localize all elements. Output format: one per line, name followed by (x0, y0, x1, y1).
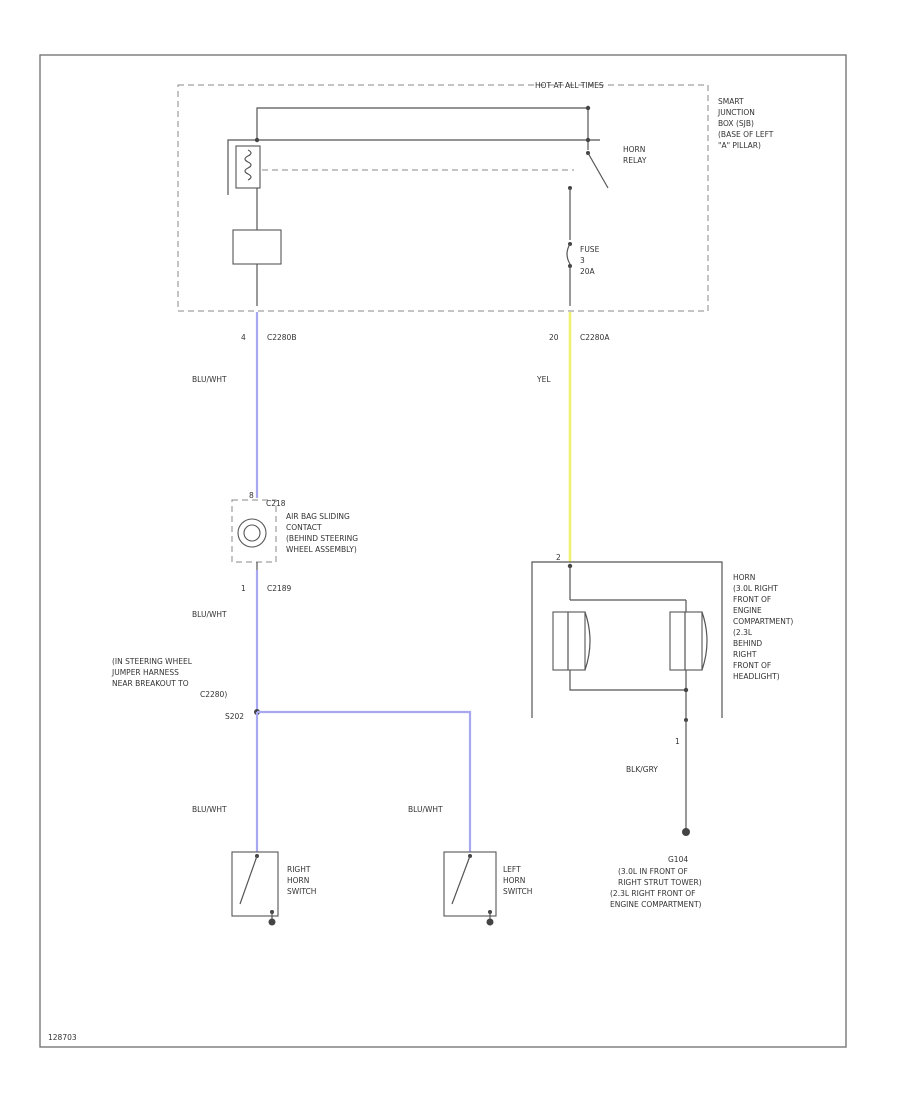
wire-blu-wht-branch (257, 710, 472, 852)
wire-label-yel: YEL (536, 375, 551, 384)
splice-id: S202 (225, 712, 244, 721)
splice-label: (IN STEERING WHEEL JUMPER HARNESS NEAR B… (111, 657, 227, 699)
jbox-label: SMART JUNCTION BOX (SJB) (BASE OF LEFT "… (717, 97, 776, 150)
clockspring (231, 499, 277, 712)
wire-label-blu-wht-1: BLU/WHT (192, 375, 227, 384)
wire-label-blu-wht-3: BLU/WHT (192, 805, 227, 814)
clockspring-label: AIR BAG SLIDING CONTACT (BEHIND STEERING… (286, 512, 361, 554)
relay-label: HORN RELAY (623, 145, 648, 165)
ground-label: (3.0L IN FRONT OF RIGHT STRUT TOWER) (2.… (610, 867, 704, 909)
diagram-frame (39, 54, 847, 1048)
clockspring-conn-bottom: C2189 (267, 584, 292, 593)
footer-id: 128703 (48, 1033, 77, 1042)
ground-id: G104 (668, 855, 688, 864)
left-conn: C2280B (267, 333, 296, 342)
right-switch-label: RIGHT HORN SWITCH (287, 865, 316, 896)
left-horn-switch (443, 851, 497, 926)
wire-label-blu-wht-4: BLU/WHT (408, 805, 443, 814)
horn-pin-bottom: 1 (675, 737, 680, 746)
clockspring-pin-top: 8 (249, 491, 254, 500)
left-conn-pin: 4 (241, 333, 246, 342)
left-switch-label: LEFT HORN SWITCH (503, 865, 532, 896)
horn-label: HORN (3.0L RIGHT FRONT OF ENGINE COMPART… (733, 573, 796, 681)
clockspring-conn-top: C218 (266, 499, 286, 508)
right-conn: C2280A (580, 333, 610, 342)
wire-label-blu-wht-2: BLU/WHT (192, 610, 227, 619)
clockspring-pin-bottom: 1 (241, 584, 246, 593)
jbox-header: HOT AT ALL TIMES (535, 81, 604, 90)
junction-box-outline (177, 84, 709, 312)
right-conn-pin: 20 (549, 333, 559, 342)
horn-assembly (531, 561, 723, 836)
right-horn-switch (231, 851, 279, 926)
fuse-label: FUSE 3 20A (580, 245, 602, 276)
relay-circuit (227, 105, 609, 306)
horn-pin-top: 2 (556, 553, 561, 562)
wire-label-blk-gry: BLK/GRY (626, 765, 658, 774)
